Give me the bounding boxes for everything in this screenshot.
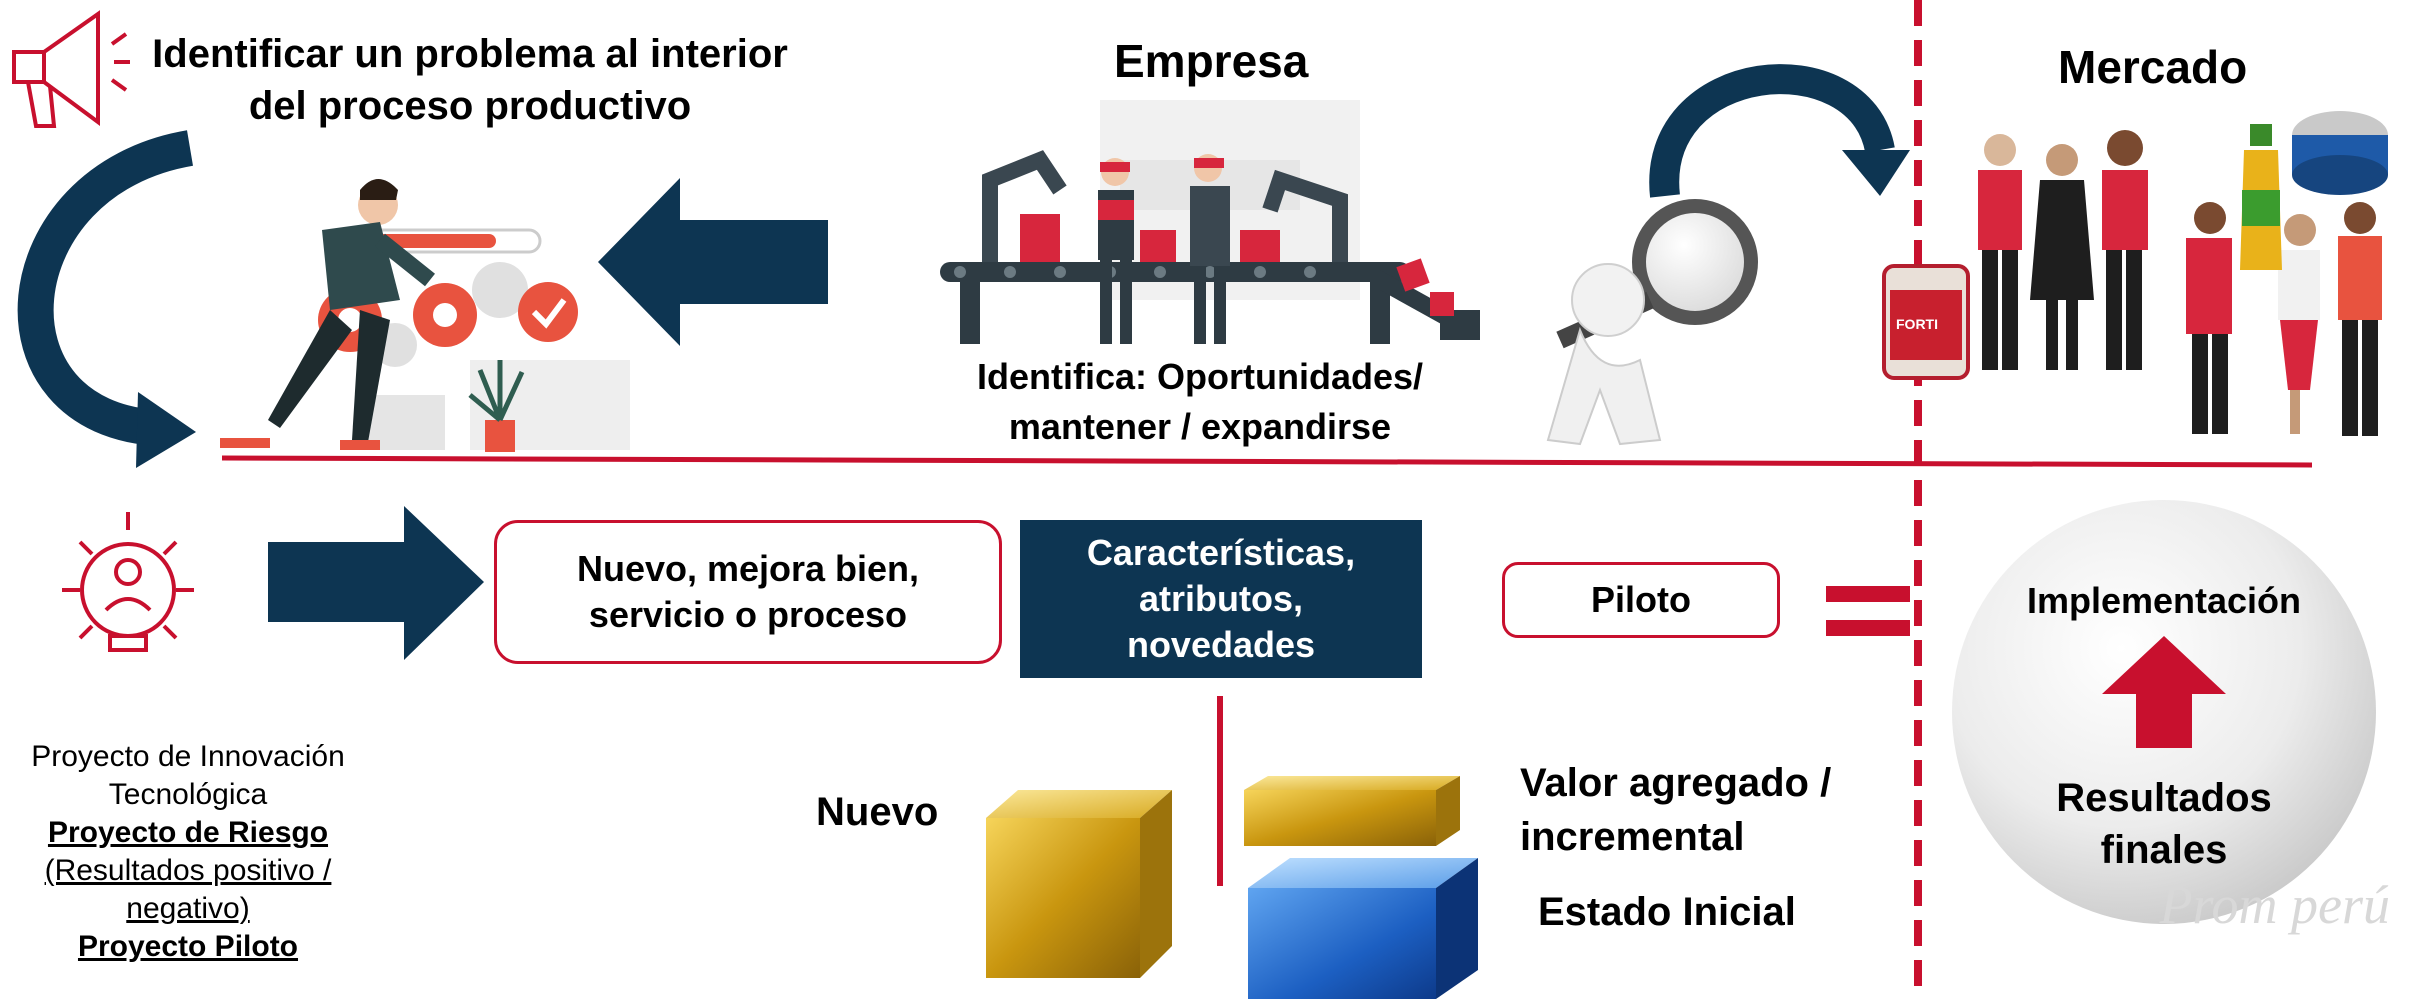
company-caption: Identifica: Oportunidades/ mantener / ex… [976, 356, 1424, 447]
pilot-box: Piloto [1502, 562, 1780, 638]
problem-title: Identificar un problema al interior del … [152, 32, 788, 128]
blue-cube [1248, 858, 1478, 999]
factory-illustration [940, 100, 1480, 344]
new-product-box: Nuevo, mejora bien, servicio o proceso [494, 520, 1002, 664]
features-box: Características, atributos, novedades [1020, 520, 1422, 678]
project-description: Proyecto de Innovación Tecnológica Proye… [0, 738, 376, 966]
market-people-illustration [1978, 111, 2388, 436]
initial-state-label: Estado Inicial [1538, 890, 1796, 934]
lightbulb-person-icon [62, 512, 194, 652]
product-jar-image [1882, 264, 1970, 380]
megaphone-icon [12, 10, 130, 128]
added-value-label: Valor agregado / incremental [1520, 761, 1832, 859]
product-jar-label: FORTI [1896, 316, 1938, 332]
new-label: Nuevo [816, 790, 939, 834]
arrow-left-navy [598, 178, 828, 346]
arrow-right-navy [268, 506, 484, 660]
watermark-logo: Prom perú [2159, 875, 2390, 935]
equals-sign [1826, 586, 1910, 636]
risk-project-line: Proyecto de Riesgo [47, 816, 329, 849]
project-type-line: Proyecto de Innovación Tecnológica [31, 740, 345, 811]
pilot-project-line: Proyecto Piloto [77, 930, 299, 963]
results-note-line: (Resultados positivo / negativo) [44, 854, 332, 925]
gold-cube [986, 790, 1172, 978]
curved-arrow-market [1649, 64, 1910, 198]
implementation-label: Implementación [2026, 580, 2302, 621]
timeline-line [221, 455, 2313, 468]
curved-arrow-left [17, 130, 196, 468]
magnifier-figure [1546, 199, 1758, 446]
arrow-up-red [2102, 636, 2226, 748]
final-results-label: Resultados finales [2056, 776, 2272, 872]
worker-gears-illustration [220, 179, 630, 452]
market-heading: Mercado [2058, 41, 2248, 93]
company-heading: Empresa [1114, 35, 1309, 87]
gold-slab [1244, 776, 1460, 846]
